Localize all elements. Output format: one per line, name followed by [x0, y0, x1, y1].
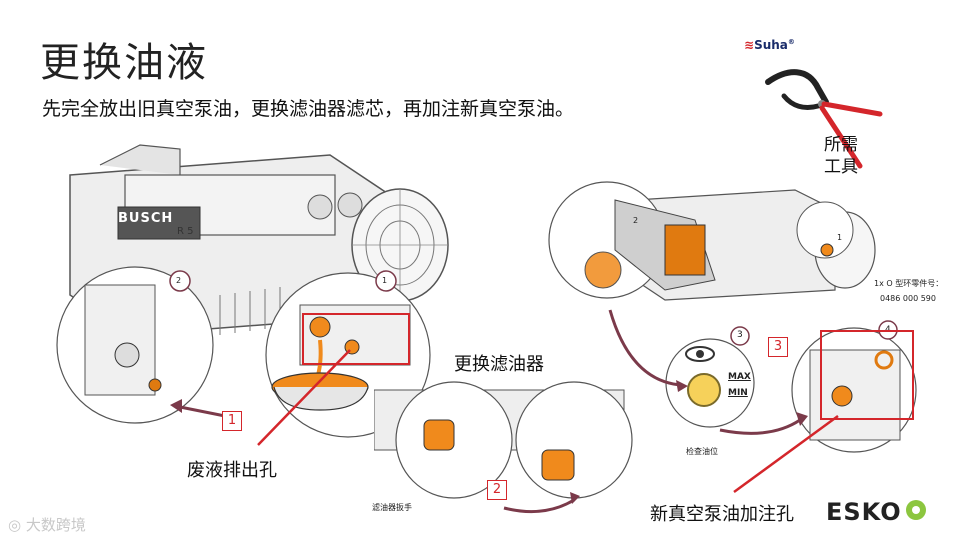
- replace-filter-label: 更换滤油器: [454, 354, 544, 375]
- esko-flower-icon: [906, 500, 926, 520]
- fill-pointer-line: [733, 414, 839, 494]
- circle-step-3: 3: [737, 330, 743, 340]
- check-level-illustration: [665, 326, 755, 428]
- filter-wrench-label: 滤油器扳手: [372, 503, 412, 512]
- circle-step-1-right: 1: [837, 233, 843, 242]
- drain-pointer-line: [257, 349, 351, 446]
- pliers-icon: [765, 69, 883, 169]
- tool-caption: 所需 工具: [824, 135, 858, 177]
- fill-hole-label: 新真空泵油加注孔: [650, 504, 794, 525]
- brand-swoosh-icon: ≋: [744, 38, 755, 52]
- watermark: ◎ 大数跨境: [8, 516, 86, 534]
- circle-step-2: 2: [176, 276, 182, 285]
- right-pump-illustration: [548, 181, 876, 301]
- esko-logo-text: ESKO: [826, 498, 902, 526]
- o-ring-part-number: 0486 000 590: [880, 294, 936, 303]
- check-level-label: 检查油位: [686, 447, 718, 456]
- filter-replacement-illustration: [374, 381, 633, 514]
- drain-highlight-box: [302, 313, 410, 365]
- page-title: 更换油液: [40, 40, 208, 86]
- o-ring-text: 1x O 型环零件号：: [874, 279, 944, 288]
- main-pump-illustration: [56, 144, 449, 438]
- step-3-box: 3: [768, 337, 788, 357]
- min-level-label: MIN: [728, 388, 748, 398]
- step-2-box: 2: [487, 480, 507, 500]
- circle-step-1: 1: [382, 276, 388, 285]
- tool-brand-logo: ≋Suha®: [744, 38, 795, 52]
- circle-step-2-right: 2: [633, 216, 639, 225]
- fill-hole-highlight-box: [820, 330, 914, 420]
- pump-model: R 5: [177, 226, 194, 237]
- step-1-box: 1: [222, 411, 242, 431]
- drain-hole-label: 废液排出孔: [187, 460, 277, 481]
- max-level-label: MAX: [728, 372, 751, 382]
- page-subtitle: 先完全放出旧真空泵油，更换滤油器滤芯，再加注新真空泵油。: [42, 98, 575, 120]
- pump-badge: BUSCH: [118, 211, 174, 226]
- process-arrows: [608, 309, 808, 435]
